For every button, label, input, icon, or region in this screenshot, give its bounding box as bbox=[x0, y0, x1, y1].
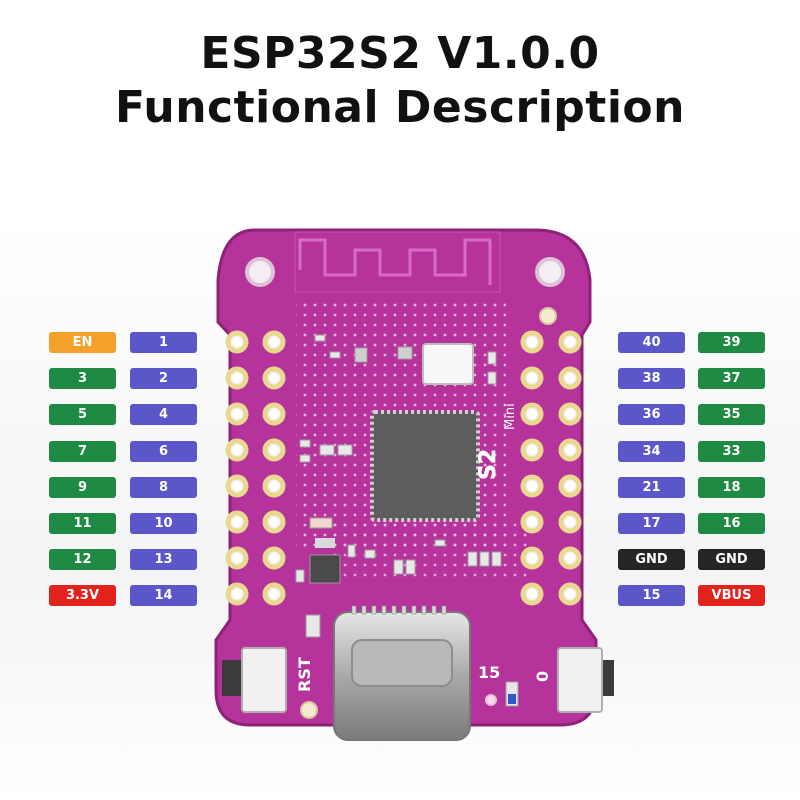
header-pad-hole bbox=[527, 481, 537, 491]
left-pin-label-outer: 9 bbox=[49, 476, 116, 498]
pin15-silk-label: 15 bbox=[478, 663, 500, 682]
header-pad-hole bbox=[269, 553, 279, 563]
header-pad-hole bbox=[565, 553, 575, 563]
left-pin-label-outer: EN bbox=[49, 332, 116, 353]
right-pin-label-outer: 37 bbox=[698, 368, 765, 390]
header-pad-hole bbox=[269, 445, 279, 455]
header-pad-hole bbox=[232, 373, 242, 383]
mounting-hole-right bbox=[535, 257, 565, 287]
mounting-hole-left bbox=[245, 257, 275, 287]
header-pad-hole bbox=[527, 373, 537, 383]
header-pad-hole bbox=[232, 337, 242, 347]
left-pin-label-inner: 8 bbox=[130, 476, 197, 498]
header-pad-hole bbox=[527, 337, 537, 347]
left-pin-label-inner: 10 bbox=[130, 513, 197, 534]
header-pad-hole bbox=[527, 409, 537, 419]
right-pin-label-outer: 18 bbox=[698, 476, 765, 498]
board-model-text: S2 bbox=[476, 449, 501, 480]
header-pad-hole bbox=[565, 373, 575, 383]
board-model-sub: Mini bbox=[503, 403, 518, 430]
header-pad-hole bbox=[527, 445, 537, 455]
header-pad-hole bbox=[527, 553, 537, 563]
left-pin-label-inner: 2 bbox=[130, 368, 197, 390]
right-pin-label-inner: 21 bbox=[618, 476, 685, 498]
right-pin-label-inner: GND bbox=[618, 549, 685, 571]
header-pad-hole bbox=[232, 409, 242, 419]
header-pad-hole bbox=[269, 409, 279, 419]
right-pin-label-outer: 39 bbox=[698, 332, 765, 353]
reset-button bbox=[222, 647, 287, 713]
right-pin-label-inner: 38 bbox=[618, 368, 685, 390]
left-pin-label-inner: 4 bbox=[130, 404, 197, 426]
header-pad-hole bbox=[232, 481, 242, 491]
title-line-1: ESP32S2 V1.0.0 bbox=[200, 28, 600, 79]
header-pad-hole bbox=[565, 445, 575, 455]
boot-button bbox=[557, 647, 614, 713]
header-pad-hole bbox=[269, 337, 279, 347]
left-pin-label-inner: 1 bbox=[130, 332, 197, 353]
right-pin-label-inner: 15 bbox=[618, 585, 685, 607]
test-point bbox=[300, 701, 318, 719]
header-pad-hole bbox=[565, 589, 575, 599]
header-pad-hole bbox=[232, 517, 242, 527]
smd-components bbox=[295, 334, 502, 583]
right-pin-label-outer: 35 bbox=[698, 404, 765, 426]
voltage-regulator bbox=[309, 554, 341, 584]
header-pad-hole bbox=[565, 409, 575, 419]
reset-silk-label: RST bbox=[295, 657, 314, 692]
header-pad-hole bbox=[527, 517, 537, 527]
right-pin-label-inner: 40 bbox=[618, 332, 685, 353]
header-pad-hole bbox=[565, 517, 575, 527]
right-pin-label-inner: 36 bbox=[618, 404, 685, 426]
left-pin-label-inner: 6 bbox=[130, 440, 197, 462]
pin0-silk-label: 0 bbox=[533, 671, 552, 682]
antenna-trace bbox=[298, 238, 492, 285]
title-line-2: Functional Description bbox=[115, 82, 685, 133]
header-pad-hole bbox=[269, 517, 279, 527]
right-pin-label-outer: 33 bbox=[698, 440, 765, 462]
header-pad-hole bbox=[232, 445, 242, 455]
header-pads bbox=[225, 330, 582, 606]
left-pin-label-outer: 5 bbox=[49, 404, 116, 426]
left-pin-label-outer: 12 bbox=[49, 549, 116, 571]
right-pin-label-inner: 34 bbox=[618, 440, 685, 462]
left-pin-label-outer: 3.3V bbox=[49, 585, 116, 607]
right-pin-label-outer: 16 bbox=[698, 513, 765, 534]
left-pin-label-inner: 13 bbox=[130, 549, 197, 571]
header-pad-hole bbox=[232, 553, 242, 563]
header-pad-hole bbox=[527, 589, 537, 599]
right-pin-label-outer: GND bbox=[698, 549, 765, 571]
left-pin-label-outer: 3 bbox=[49, 368, 116, 390]
header-pad-hole bbox=[269, 373, 279, 383]
header-pad-hole bbox=[232, 589, 242, 599]
right-pin-label-inner: 17 bbox=[618, 513, 685, 534]
left-pin-label-inner: 14 bbox=[130, 585, 197, 607]
header-pad-hole bbox=[565, 337, 575, 347]
left-pin-label-outer: 7 bbox=[49, 440, 116, 462]
header-pad-hole bbox=[269, 481, 279, 491]
crystal bbox=[422, 343, 474, 385]
header-pad-hole bbox=[565, 481, 575, 491]
right-pin-label-outer: VBUS bbox=[698, 585, 765, 607]
header-pad-hole bbox=[269, 589, 279, 599]
left-pin-label-outer: 11 bbox=[49, 513, 116, 534]
